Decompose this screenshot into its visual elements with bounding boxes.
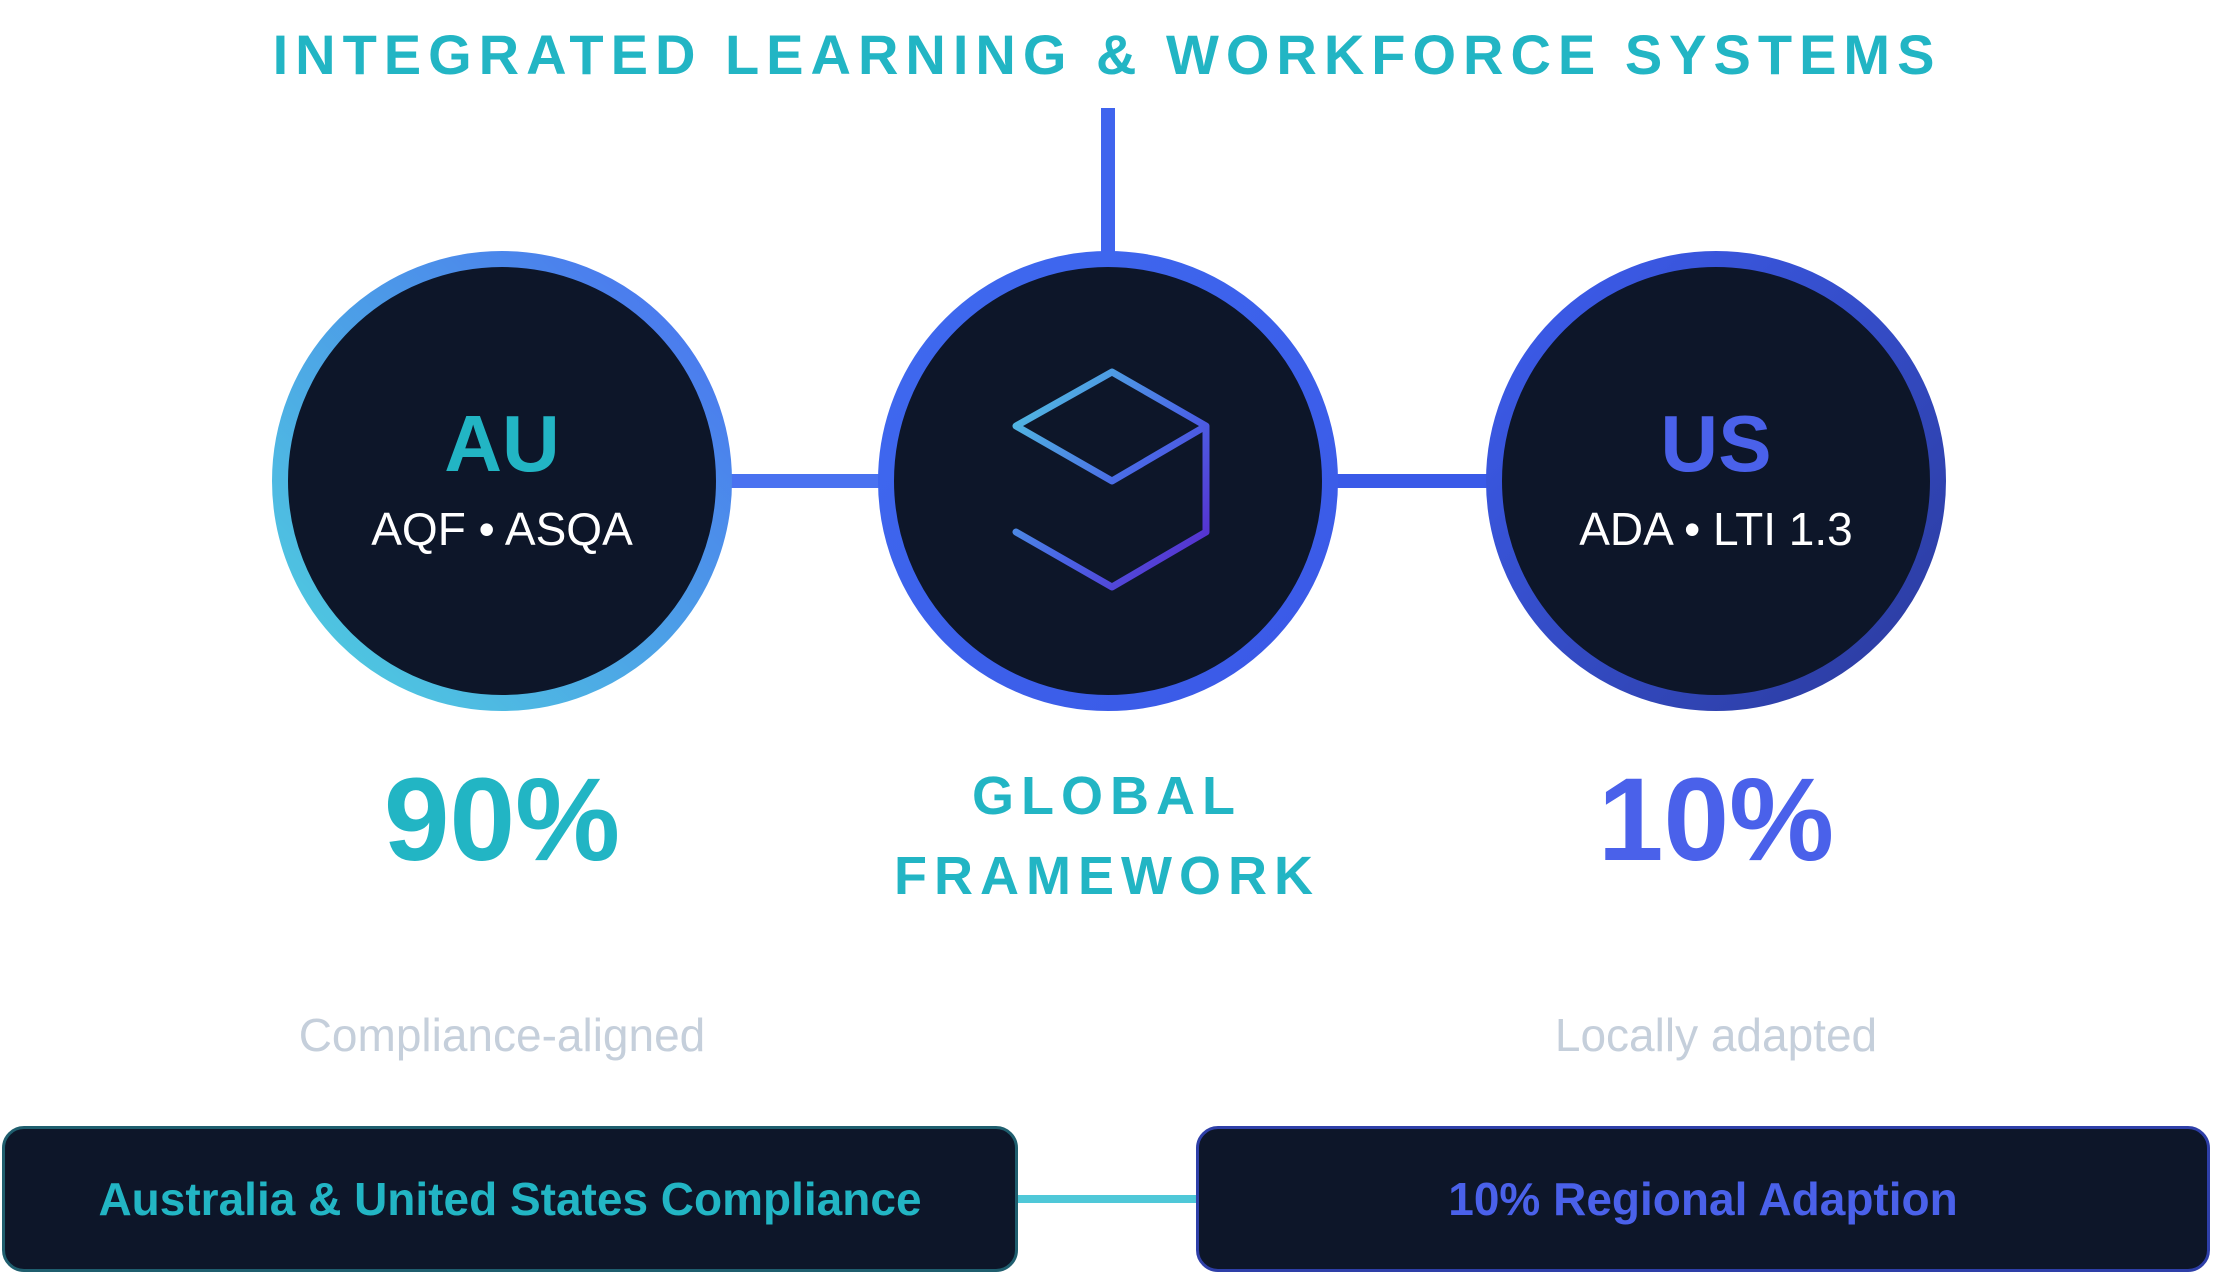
us-faint-line <box>1336 922 2096 976</box>
au-subtitle: Compliance-aligned <box>298 1009 706 1061</box>
us-subtitle: Locally adapted <box>1554 1009 1878 1061</box>
au-faint-line <box>122 922 882 976</box>
us-standards: ADA • LTI 1.3 <box>1579 503 1853 555</box>
au-label-group: AU AQF • ASQA <box>272 398 732 556</box>
cube-icon <box>1012 368 1210 591</box>
global-label-line1: GLOBAL <box>972 766 1242 826</box>
compliance-box: Australia & United States Compliance <box>2 1126 1018 1272</box>
au-percent: 90% <box>383 754 621 886</box>
global-framework-label: GLOBAL FRAMEWORK <box>857 756 1357 916</box>
us-circle <box>1486 251 1946 711</box>
us-percent: 10% <box>1597 754 1835 886</box>
page-title: INTEGRATED LEARNING & WORKFORCE SYSTEMS <box>272 23 1942 86</box>
au-code: AU <box>444 399 560 488</box>
regional-adaption-box: 10% Regional Adaption <box>1196 1126 2210 1272</box>
global-label-line2: FRAMEWORK <box>894 846 1320 906</box>
compliance-box-label: Australia & United States Compliance <box>98 1173 922 1225</box>
au-standards: AQF • ASQA <box>371 503 633 555</box>
au-circle <box>272 251 732 711</box>
us-code: US <box>1660 399 1772 488</box>
us-label-group: US ADA • LTI 1.3 <box>1486 398 1946 556</box>
regional-adaption-box-label: 10% Regional Adaption <box>1448 1173 1958 1225</box>
